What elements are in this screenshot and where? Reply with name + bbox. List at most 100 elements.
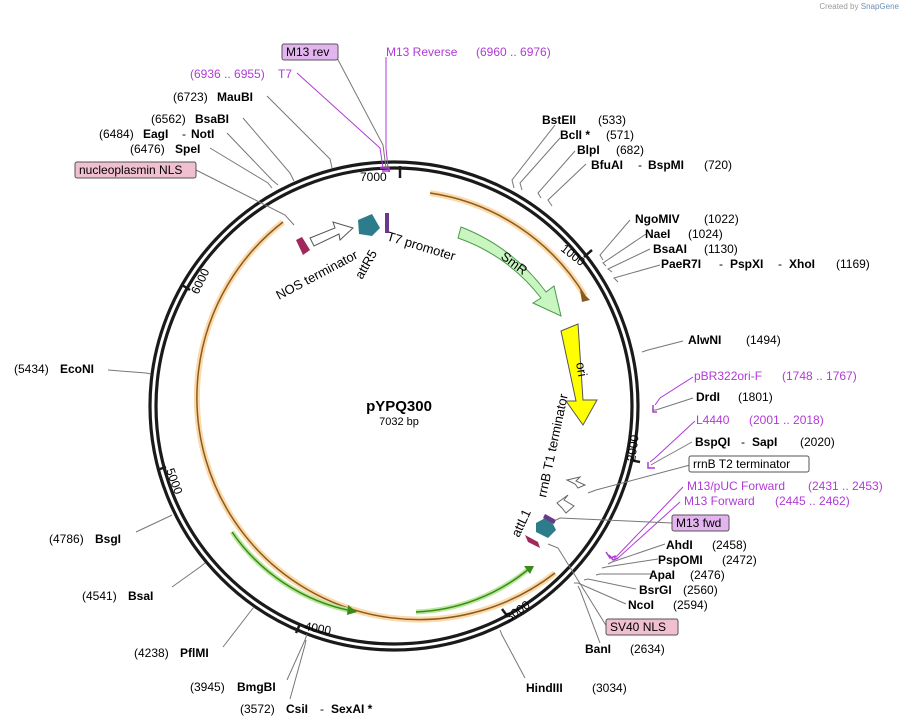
pflmi-name: PflMI — [180, 646, 209, 660]
naei-pos: (1024) — [688, 227, 723, 241]
sexai-name: SexAI * — [331, 702, 373, 716]
bfuai-name: BfuAI — [591, 158, 623, 172]
green-orf-right-core — [415, 567, 531, 613]
bcli-name: BclI * — [560, 128, 590, 142]
bsaai-pos: (1130) — [704, 242, 738, 256]
csii-name: CsiI — [286, 702, 308, 716]
pspomi-name: PspOMI — [658, 553, 703, 567]
m13-fwd-label: M13 fwd — [676, 516, 721, 530]
pbr322ori-f-name: pBR322ori-F — [694, 369, 762, 383]
snapgene-credit: Created by SnapGene — [819, 2, 899, 11]
nos-terminator-arrow — [309, 221, 354, 247]
bsai-name: BsaI — [128, 589, 153, 603]
nos-terminator-label: NOS terminator — [273, 247, 360, 303]
csii-sep: - — [320, 702, 324, 716]
ahdi-name: AhdI — [666, 538, 693, 552]
backbone-inner — [154, 166, 634, 646]
blpi-pos: (682) — [616, 143, 644, 157]
maubi-name: MauBI — [217, 90, 253, 104]
attl1-label: attL1 — [508, 507, 534, 540]
ahdi-pos: (2458) — [712, 538, 747, 552]
m13-rev-label: M13 rev — [286, 45, 329, 59]
pbr322ori-f-range: (1748 .. 1767) — [782, 369, 857, 383]
alwni-name: AlwNI — [688, 333, 721, 347]
bsaai-name: BsaAI — [653, 242, 687, 256]
csii-pos: (3572) — [240, 702, 275, 716]
leaders — [107, 55, 696, 700]
pspxi-sep: - — [778, 257, 782, 271]
bspqi-sep: - — [741, 435, 745, 449]
pspomi-pos: (2472) — [722, 553, 757, 567]
sv40-nls-box — [605, 618, 679, 636]
eagi-pos: (6484) — [99, 127, 134, 141]
bspqi-name: BspQI — [695, 435, 730, 449]
bcli-pos: (571) — [606, 128, 634, 142]
blpi-name: BlpI — [577, 143, 600, 157]
rrnb-t1-label: rrnB T1 terminator — [534, 392, 571, 499]
pspxi-name: PspXI — [730, 257, 763, 271]
bsai-pos: (4541) — [82, 589, 117, 603]
bspqi-pos: (2020) — [800, 435, 835, 449]
t7-promoter-marker — [385, 213, 389, 233]
apai-name: ApaI — [649, 568, 675, 582]
m13-forward-name: M13 Forward — [684, 494, 755, 508]
nucleoplasmin-nls-marker — [296, 237, 310, 255]
backbone-outer — [148, 160, 640, 652]
bfuai-sep: - — [638, 158, 642, 172]
eagi-name: EagI — [143, 127, 168, 141]
snapgene-brand: SnapGene — [860, 2, 899, 11]
bsteii-name: BstEII — [542, 113, 576, 127]
ngomiv-name: NgoMIV — [635, 212, 680, 226]
orf-arc-top-arrowhead — [580, 290, 590, 302]
m13-fwd-box — [671, 514, 730, 532]
econi-name: EcoNI — [60, 362, 94, 376]
m13-fwd-marker — [543, 514, 556, 524]
bfuai-pos: (720) — [704, 158, 732, 172]
rrnb-t2-box — [688, 455, 810, 473]
rrnb-t2-arrow — [565, 476, 587, 489]
ticks — [156, 166, 641, 634]
maubi-pos: (6723) — [173, 90, 208, 104]
orf-arc-top-core — [429, 192, 586, 297]
pflmi-pos: (4238) — [134, 646, 169, 660]
m13-reverse-name: M13 Reverse — [386, 45, 458, 59]
bsgi-pos: (4786) — [49, 532, 84, 546]
bsabi-name: BsaBI — [195, 112, 229, 126]
bsrgi-name: BsrGI — [639, 583, 672, 597]
sv40-nls-label: SV40 NLS — [610, 620, 666, 634]
econi-pos: (5434) — [14, 362, 49, 376]
orf-arc-main-core — [196, 221, 556, 621]
green-orf-left-core — [231, 531, 353, 612]
bmgbi-name: BmgBI — [237, 680, 276, 694]
t7-promoter-label: T7 promoter — [385, 229, 458, 264]
xhoi-name: XhoI — [789, 257, 815, 271]
apai-pos: (2476) — [690, 568, 725, 582]
green-orf-right-arrowhead — [524, 566, 534, 574]
ncoi-name: NcoI — [628, 598, 654, 612]
bmgbi-pos: (3945) — [190, 680, 225, 694]
spei-name: SpeI — [175, 142, 200, 156]
ori-feature — [560, 323, 598, 426]
t7-range: (6936 .. 6955) — [190, 67, 265, 81]
drdi-name: DrdI — [696, 390, 720, 404]
plasmid-size: 7032 bp — [379, 416, 419, 428]
hindiii-name: HindIII — [526, 681, 563, 695]
orf-arc-top — [429, 190, 588, 298]
sapi-name: SapI — [752, 435, 777, 449]
bsgi-name: BsgI — [95, 532, 121, 546]
bsrgi-pos: (2560) — [683, 583, 718, 597]
m13-puc-forward-range: (2431 .. 2453) — [808, 479, 883, 493]
l4440-name: L4440 — [696, 413, 730, 427]
tick-4000: 4000 — [303, 619, 332, 637]
smr-feature — [457, 226, 562, 317]
ori-label: ori — [573, 361, 590, 378]
ngomiv-pos: (1022) — [704, 212, 739, 226]
alwni-pos: (1494) — [746, 333, 781, 347]
bspmi-name: BspMI — [648, 158, 684, 172]
m13-puc-forward-name: M13/pUC Forward — [687, 479, 785, 493]
rrnb-t1-arrow — [556, 494, 575, 514]
rrnb-t2-label: rrnB T2 terminator — [693, 457, 790, 471]
hindiii-pos: (3034) — [592, 681, 627, 695]
bani-name: BanI — [585, 642, 611, 656]
